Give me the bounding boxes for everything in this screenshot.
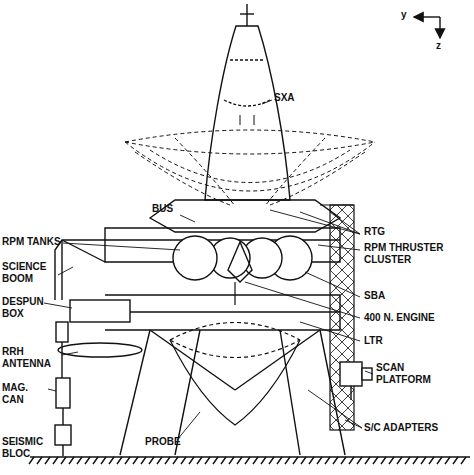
- dish-antenna: [125, 142, 375, 191]
- part-label: RPM THRUSTER CLUSTER: [364, 242, 464, 266]
- part-label: DESPUN BOX: [2, 296, 48, 320]
- part-label: LTR: [364, 335, 404, 347]
- probe: [170, 282, 300, 425]
- part-label: MAG. CAN: [2, 382, 50, 406]
- leader-lines: [318, 245, 360, 250]
- leader-lines: [62, 352, 78, 355]
- rrh-antenna: [58, 343, 142, 357]
- part-label: SXA: [274, 92, 314, 104]
- probe: [170, 340, 300, 358]
- scan-platform: [350, 386, 351, 400]
- seismic-bloc: [62, 445, 63, 456]
- rpm-tanks: [173, 236, 312, 282]
- dish-antenna: [150, 150, 350, 183]
- science-boom: [55, 240, 105, 300]
- sc-adapters: [235, 330, 320, 390]
- part-label: RPM TANKS: [2, 236, 66, 248]
- despun-box: [56, 295, 340, 342]
- rpm-tanks: [228, 242, 252, 282]
- seismic-bloc: [55, 425, 71, 456]
- mag-can: [56, 378, 70, 425]
- leader-lines: [180, 215, 195, 222]
- part-label: 400 N. ENGINE: [364, 312, 464, 324]
- rrh-antenna: [58, 342, 142, 378]
- leader-lines: [300, 322, 360, 341]
- leader-lines: [330, 212, 360, 234]
- leader-lines: [262, 100, 272, 104]
- leader-lines: [270, 210, 360, 234]
- scan-platform: [362, 368, 372, 380]
- dish-antenna: [265, 138, 325, 206]
- leader-lines: [308, 390, 362, 428]
- science-boom: [61, 240, 62, 300]
- despun-box: [70, 300, 130, 322]
- sxa-feed-cone: [246, 4, 247, 26]
- ground: [29, 457, 466, 464]
- part-label: y: [401, 9, 421, 21]
- leader-lines: [58, 267, 73, 275]
- dish-antenna: [125, 130, 375, 142]
- leader-lines: [300, 212, 360, 234]
- axis-arrows: [439, 17, 440, 38]
- part-label: SBA: [364, 290, 404, 302]
- leader-lines: [177, 412, 200, 440]
- axis-arrows: [414, 16, 440, 17]
- part-label: RRH ANTENNA: [2, 346, 64, 370]
- sxa-feed-cone: [224, 100, 270, 106]
- dish-antenna: [125, 142, 375, 154]
- rpm-tanks: [173, 236, 217, 280]
- part-label: RTG: [364, 226, 404, 238]
- despun-box: [56, 322, 68, 342]
- leader-lines: [345, 420, 362, 428]
- rrh-antenna: [61, 342, 62, 378]
- science-boom: [55, 240, 105, 300]
- sc-adapters: [320, 330, 345, 455]
- leader-lines: [44, 303, 72, 308]
- sxa-feed-cone: [240, 13, 254, 14]
- leader-lines: [245, 282, 360, 318]
- leader-lines: [365, 371, 373, 374]
- probe: [234, 282, 235, 305]
- despun-box: [130, 311, 340, 312]
- ground: [29, 457, 470, 464]
- part-label: z: [436, 40, 456, 52]
- part-label: PROBE: [145, 436, 195, 448]
- part-label: BUS: [152, 203, 192, 215]
- leader-lines: [305, 272, 360, 297]
- scan-platform: [340, 362, 372, 400]
- part-label: SCAN PLATFORM: [376, 362, 436, 386]
- sxa-feed-cone: [205, 26, 290, 200]
- sc-adapters: [280, 330, 300, 455]
- mag-can: [56, 378, 70, 408]
- scan-platform: [340, 362, 362, 386]
- dish-antenna: [270, 152, 365, 205]
- truss-tower: [320, 205, 354, 430]
- sxa-feed-cone: [230, 59, 264, 60]
- truss-tower: [320, 204, 354, 205]
- part-label: SCIENCE BOOM: [2, 261, 74, 285]
- part-label: SEISMIC BLOC: [2, 436, 52, 460]
- sc-adapters: [150, 330, 235, 390]
- axis-arrows: [414, 17, 440, 38]
- sxa-feed-cone: [240, 115, 254, 125]
- leader-lines: [44, 100, 373, 440]
- mag-can: [62, 408, 63, 425]
- seismic-bloc: [55, 425, 71, 445]
- leader-lines: [63, 243, 180, 250]
- part-label: S/C ADAPTERS: [364, 422, 464, 434]
- dish-antenna: [135, 152, 230, 205]
- dish-antenna: [125, 130, 375, 206]
- leader-lines: [48, 389, 56, 391]
